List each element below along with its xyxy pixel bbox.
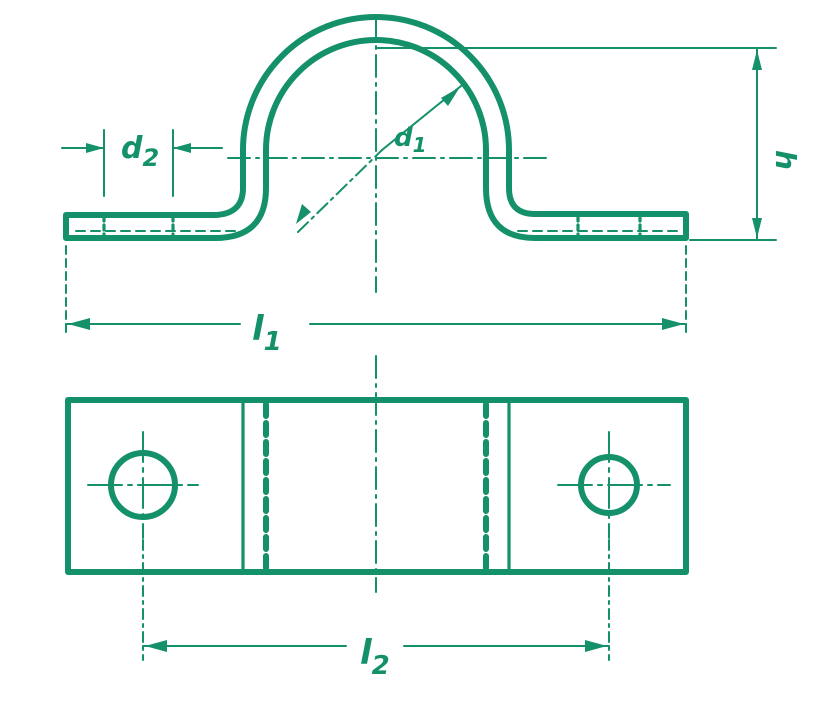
d2-label: d2: [121, 131, 159, 172]
h-dimension: h: [375, 47, 802, 241]
d1-dimension: d1: [296, 85, 462, 233]
plan-view: l2: [65, 355, 689, 681]
l1-label: l1: [252, 309, 282, 357]
side-view-outer-profile: [63, 14, 689, 241]
d1-label: d1: [394, 123, 427, 157]
h-label: h: [769, 150, 802, 170]
side-view-hidden-holes: [75, 214, 681, 239]
side-view: d2 d1 h: [61, 14, 802, 357]
l2-label: l2: [360, 633, 390, 681]
d2-dimension: d2: [61, 129, 223, 197]
l1-dimension: l1: [65, 245, 687, 357]
l2-dimension: l2: [142, 539, 610, 681]
